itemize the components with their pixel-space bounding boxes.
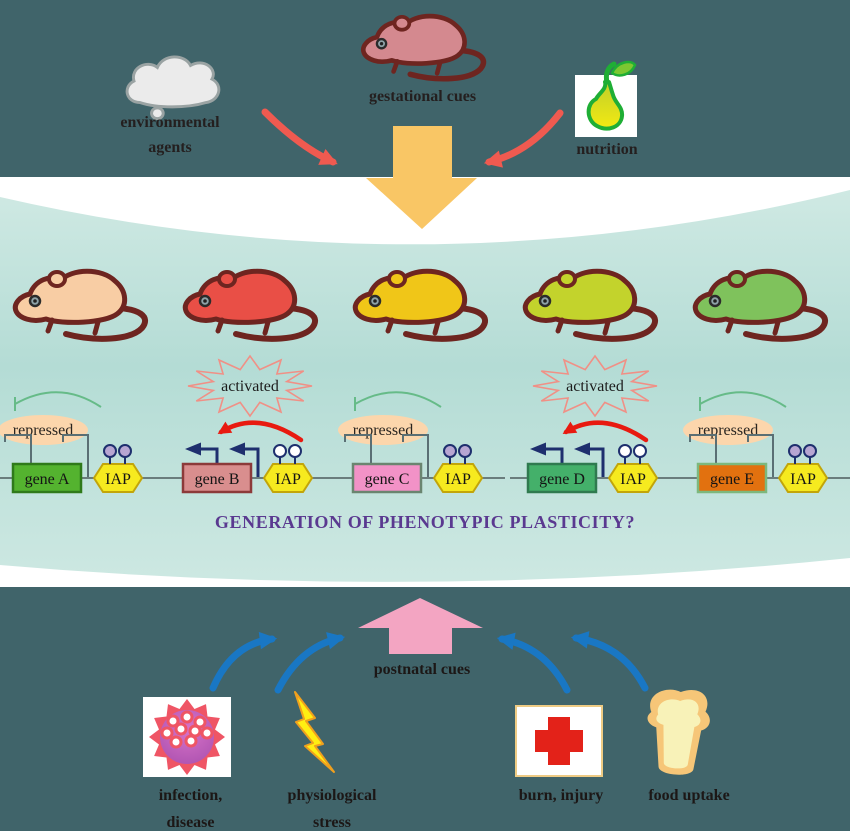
gene-unit-e: repressed gene E IAP: [680, 391, 850, 494]
environmental-agents-label-line1: environmental: [120, 114, 220, 131]
activated-starburst: [532, 354, 658, 418]
gene-unit-b: activated gene B IAP: [165, 354, 335, 494]
repressed-badge: [338, 415, 428, 445]
iap-box: [262, 463, 314, 493]
gene-label: gene B: [195, 471, 240, 488]
iap-label: IAP: [445, 471, 471, 488]
burn-injury-label: burn, injury: [518, 787, 604, 804]
activation-arrow: [217, 420, 304, 443]
blocked-promoter-icon: [402, 434, 429, 477]
lollipop-icon: [288, 444, 302, 458]
inhibition-arc: [14, 391, 102, 408]
repressed-badge: [683, 415, 773, 445]
postnatal-arrows: [209, 631, 649, 694]
gene-box: [181, 462, 253, 494]
food-uptake-label: food uptake: [648, 787, 730, 804]
transcription-arrow-icon: [546, 447, 564, 464]
red-cross-icon: [515, 705, 603, 777]
lightning-icon: [294, 691, 335, 773]
lollipop-icon: [803, 444, 817, 458]
postnatal-cues-label: postnatal cues: [373, 661, 471, 678]
lollipop-icon: [633, 444, 647, 458]
lollipop-icon: [458, 444, 472, 458]
environmental-agents-label-line2: agents: [148, 139, 192, 156]
activated-starburst: [187, 354, 313, 418]
gene-unit-d: activated gene D IAP: [510, 354, 680, 494]
iap-label: IAP: [275, 471, 301, 488]
bread-icon: [647, 689, 710, 775]
blue-arrow-1: [209, 631, 278, 692]
big-down-arrow: [366, 126, 477, 229]
gene-box: [696, 462, 768, 494]
lollipop-icon: [118, 444, 132, 458]
gene-label: gene D: [539, 471, 585, 488]
repressed-label: repressed: [353, 422, 413, 439]
gene-label: gene C: [365, 471, 410, 488]
repressed-label: repressed: [13, 422, 73, 439]
maternal-mouse-icon: [356, 2, 496, 90]
blocked-promoter-icon: [344, 434, 372, 464]
gene-unit-c: repressed gene C IAP: [335, 391, 505, 494]
lollipop-icon: [273, 444, 287, 458]
lollipop-icon: [788, 444, 802, 458]
virus-icon: [143, 697, 231, 777]
iap-label: IAP: [620, 471, 646, 488]
gene-box: [526, 462, 598, 494]
nutrition-label: nutrition: [576, 141, 638, 158]
activation-arrow: [562, 420, 649, 443]
cloud-icon: [125, 55, 221, 121]
inhibition-arc: [354, 391, 442, 408]
blue-arrow-2: [274, 632, 346, 694]
blocked-promoter-icon: [689, 434, 717, 464]
gene-box: [351, 462, 423, 494]
plasticity-title: GENERATION OF PHENOTYPIC PLASTICITY?: [214, 512, 636, 532]
blue-arrow-3: [496, 632, 571, 694]
repressed-badge: [0, 415, 88, 445]
iap-label: IAP: [790, 471, 816, 488]
phenotype-mouse-2: [178, 256, 328, 351]
iap-box: [432, 463, 484, 493]
activated-label: activated: [566, 378, 624, 395]
blocked-promoter-icon: [62, 434, 89, 477]
infection-label-line1: infection,: [158, 787, 223, 804]
transcription-arrow-icon: [590, 447, 605, 477]
big-up-arrow: [358, 598, 483, 654]
gene-label: gene E: [710, 471, 754, 488]
infection-label-line2: disease: [166, 814, 215, 831]
lollipop-icon: [618, 444, 632, 458]
gene-label: gene A: [25, 471, 70, 488]
stress-label-line2: stress: [313, 814, 351, 831]
iap-box: [777, 463, 829, 493]
blocked-promoter-icon: [4, 434, 32, 464]
pear-icon: [575, 60, 637, 137]
lollipop-icon: [443, 444, 457, 458]
transcription-arrow-icon: [245, 447, 260, 477]
blue-arrow-4: [570, 631, 649, 692]
phenotype-mouse-1: [8, 256, 158, 351]
gestational-cues-label: gestational cues: [368, 88, 477, 105]
gene-box: [11, 462, 83, 494]
iap-box: [92, 463, 144, 493]
red-arrow-left: [261, 108, 338, 166]
activated-label: activated: [221, 378, 279, 395]
phenotype-mouse-4: [518, 256, 668, 351]
gene-unit-a: repressed gene A IAP: [0, 391, 165, 494]
lollipop-icon: [103, 444, 117, 458]
iap-label: IAP: [105, 471, 131, 488]
phenotype-mouse-3: [348, 256, 498, 351]
transcription-arrow-icon: [201, 447, 219, 464]
phenotype-mouse-5: [688, 256, 838, 351]
prenatal-arrows: [261, 108, 564, 168]
iap-box: [607, 463, 659, 493]
red-arrow-right: [483, 109, 564, 168]
stress-label-line1: physiological: [287, 787, 377, 804]
inhibition-arc: [699, 391, 787, 408]
repressed-label: repressed: [698, 422, 758, 439]
blocked-promoter-icon: [747, 434, 774, 477]
